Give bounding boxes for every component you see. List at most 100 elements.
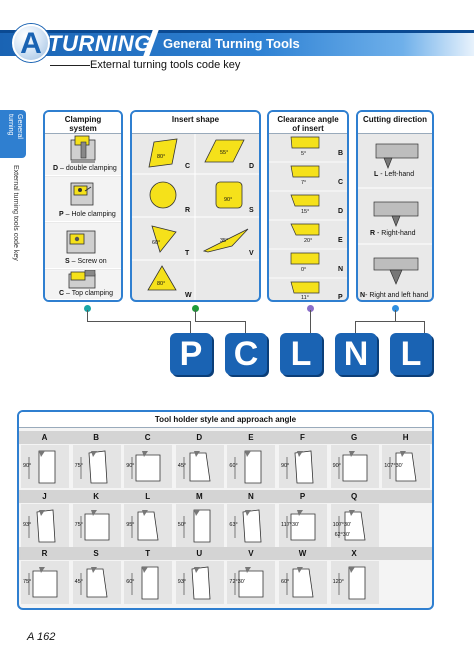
- holder-style-cell: 120°: [330, 561, 379, 604]
- holder-style-cell: 95°: [124, 504, 173, 547]
- side-tab[interactable]: [0, 110, 26, 158]
- clearance-e-letter: E: [338, 237, 343, 244]
- connector-dot-clearance: [307, 305, 314, 312]
- holder-style-letter: D: [196, 433, 203, 442]
- clearance-p-letter: P: [338, 294, 343, 301]
- holder-style-letter: E: [248, 433, 254, 442]
- clearance-n-letter: N: [338, 266, 344, 273]
- holder-style-letter: M: [195, 492, 203, 501]
- tool-holder-icon: [131, 451, 161, 482]
- insert-w-angle: 80°: [157, 281, 166, 287]
- tool-holder-icon: [28, 567, 58, 598]
- clearance-c-insert: [290, 165, 320, 178]
- insert-t-letter: T: [185, 250, 190, 257]
- header-bar: [0, 30, 474, 56]
- tool-holder-icon: [338, 451, 367, 482]
- connector-line-clamping-v: [87, 310, 88, 322]
- holder-approach-angle: 120°: [332, 579, 344, 585]
- page-number: A 162: [27, 631, 56, 643]
- holder-approach-angle: 95°: [126, 522, 135, 528]
- holder-style-cell: 45°: [175, 445, 224, 488]
- holder-approach-angle: 50°: [177, 522, 187, 528]
- page-title: TURNING: [48, 31, 152, 56]
- connector-line-cutting-v2: [355, 321, 356, 333]
- connector-line-clamping-v2: [190, 321, 191, 333]
- holder-style-letter: N: [248, 492, 254, 501]
- tool-holder-icon: [286, 510, 316, 541]
- holder-approach-angle: 60°: [229, 463, 238, 469]
- insert-d-letter: D: [249, 163, 255, 170]
- holder-style-cell: 90°: [124, 445, 173, 488]
- clearance-panel: Clearance angle of insert 5° B 7° C 15° …: [267, 110, 349, 302]
- top-clamp-icon: [68, 270, 96, 289]
- clearance-p-angle: 11°: [301, 295, 309, 301]
- insert-d-angle: 55°: [220, 150, 229, 156]
- insert-v-shape: [202, 228, 249, 253]
- holder-approach-angle: 75°: [74, 463, 83, 469]
- tool-holder-icon: [131, 566, 159, 600]
- connector-line-insert-h: [195, 321, 246, 322]
- tool-holder-icon: [235, 567, 264, 598]
- cutting-caption-l: L - Left-hand: [374, 171, 415, 178]
- insert-shape-grid: [132, 134, 259, 300]
- holder-style-cell: 72°30': [227, 561, 276, 604]
- tool-holder-icon: [28, 509, 56, 543]
- tool-holder-icon: [235, 450, 262, 484]
- holder-style-letter: R: [41, 549, 48, 558]
- holder-style-cell: 60°: [124, 561, 173, 604]
- insert-t-angle: 60°: [152, 240, 161, 246]
- connector-line-cutting-v3: [424, 321, 425, 333]
- holder-approach-angle: 75°: [74, 522, 83, 528]
- clearance-n-insert: [290, 252, 320, 265]
- holder-style-letter: V: [248, 549, 254, 558]
- tool-holder-icon: [131, 510, 159, 541]
- holder-style-table-title: Tool holder style and approach angle: [19, 412, 432, 428]
- insert-s-angle: 90°: [224, 197, 233, 203]
- tool-holder-icon: [80, 450, 108, 484]
- holder-style-cell: 107°30': [382, 445, 431, 488]
- holder-style-cell: 90°: [330, 445, 379, 488]
- clamping-caption-d: D – double clamping: [53, 165, 117, 172]
- holder-approach-angle-secondary: 62°30': [334, 532, 351, 538]
- holder-style-letter: T: [145, 549, 151, 558]
- holder-style-cell: 75°: [21, 561, 69, 604]
- header-rule: [50, 65, 90, 66]
- tool-holder-icon: [80, 510, 109, 541]
- clamping-item-c: C – Top clamping: [45, 270, 121, 300]
- holder-style-cell: 93°: [21, 504, 69, 547]
- clearance-panel-title: Clearance angle of insert: [269, 112, 347, 134]
- cutting-direction-panel-title: Cutting direction: [358, 112, 432, 134]
- holder-style-cell: 93°: [175, 561, 224, 604]
- code-letter-insert-shape: C: [225, 333, 267, 375]
- clamping-panel-title: Clamping system: [45, 112, 121, 134]
- holder-approach-angle: 63°: [229, 522, 238, 528]
- holder-style-letter: X: [351, 549, 357, 558]
- clearance-d-letter: D: [338, 208, 344, 215]
- clearance-e-angle: 20°: [304, 238, 313, 244]
- cutting-direction-panel: Cutting direction L - Left-hand R - Righ…: [356, 110, 434, 302]
- clearance-diagrams: [269, 136, 347, 294]
- cutting-caption-n: N- Right and left hand: [360, 292, 429, 299]
- insert-v-angle: 35°: [220, 238, 229, 244]
- holder-approach-angle: 90°: [281, 463, 290, 469]
- tool-holder-icon: [183, 566, 211, 600]
- clearance-b-insert: [290, 136, 320, 149]
- insert-t-shape: [151, 225, 177, 253]
- holder-style-cell: 45°: [72, 561, 121, 604]
- holder-style-letter: P: [299, 492, 306, 501]
- holder-style-letter: C: [144, 433, 151, 442]
- holder-style-cell: 60°: [227, 445, 276, 488]
- double-clamp-icon: [70, 135, 96, 163]
- holder-style-letter: F: [300, 433, 305, 442]
- holder-approach-angle: 90°: [126, 463, 135, 469]
- holder-style-cell: 50°: [175, 504, 224, 547]
- holder-style-cell: 90°: [21, 445, 69, 488]
- neutral-hand-icon: [373, 257, 419, 285]
- clearance-d-angle: 15°: [301, 209, 310, 215]
- holder-style-letter: J: [42, 492, 47, 501]
- left-hand-icon: [375, 143, 419, 169]
- holder-style-letter: Q: [350, 492, 358, 501]
